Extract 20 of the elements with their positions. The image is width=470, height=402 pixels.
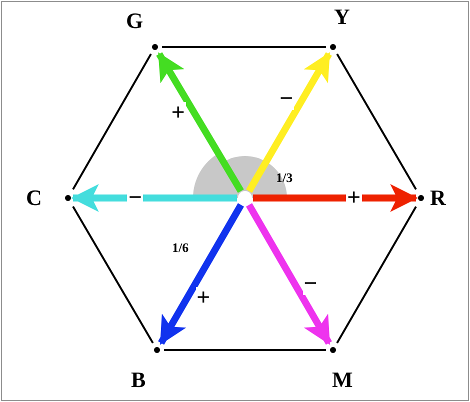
vertex-label: G bbox=[126, 10, 144, 32]
vertex-label: B bbox=[131, 369, 146, 391]
hexagon-side bbox=[72, 206, 154, 344]
vertex-label: C bbox=[26, 187, 42, 209]
arrow bbox=[158, 203, 244, 345]
arrow bbox=[246, 203, 332, 345]
angle-fraction: 1/6 bbox=[172, 240, 189, 256]
arrow bbox=[246, 52, 332, 193]
hexagon-side bbox=[336, 54, 417, 190]
vertex-label: R bbox=[430, 187, 446, 209]
hexagon-side bbox=[336, 206, 417, 344]
hexagon-side bbox=[162, 46, 326, 48]
hexagon-side bbox=[72, 54, 152, 190]
arrow bbox=[253, 184, 418, 212]
angle-fraction: 1/3 bbox=[276, 170, 293, 186]
vertex-label: Y bbox=[334, 6, 350, 28]
arrow bbox=[156, 52, 244, 193]
hexagon-side bbox=[164, 349, 326, 351]
vertex-label: M bbox=[332, 369, 353, 391]
arrow bbox=[70, 184, 237, 212]
